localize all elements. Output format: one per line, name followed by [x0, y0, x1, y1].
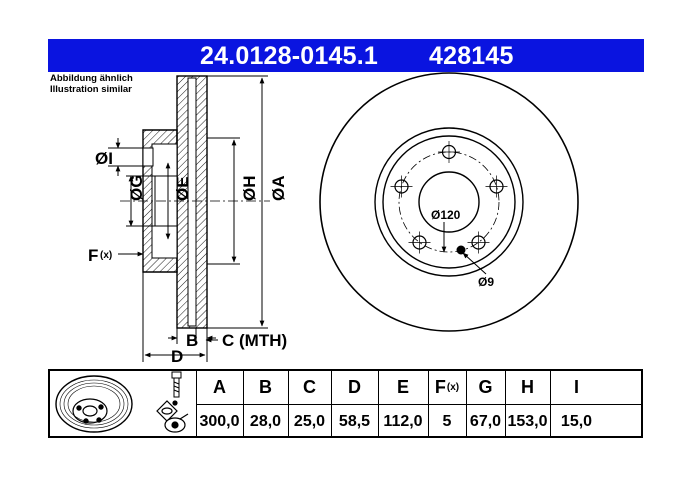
table-value-e: 112,0	[383, 412, 423, 430]
table-row-divider	[196, 404, 641, 405]
torque-spec-icon	[156, 400, 189, 433]
table-header-i: I	[573, 377, 579, 397]
table-value-h: 153,0	[507, 412, 548, 430]
table-header-a: A	[213, 377, 226, 397]
table-value-d: 58,5	[338, 412, 371, 430]
table-column-divider	[505, 371, 506, 436]
header-bar: 24.0128-0145.1 428145	[48, 39, 644, 72]
table-column-divider	[288, 371, 289, 436]
dim-label-g: ØG	[127, 175, 146, 201]
dim-label-f: F	[88, 246, 98, 265]
table-header-f-sub: (x)	[446, 382, 460, 393]
table-column-divider	[466, 371, 467, 436]
table-column-divider	[331, 371, 332, 436]
dim-label-c-mth: C (MTH)	[222, 331, 287, 350]
table-column-divider	[243, 371, 244, 436]
illustration-note: Abbildung ähnlich Illustration similar	[50, 73, 133, 95]
center-bore-circle	[418, 171, 480, 233]
pitch-circle	[398, 151, 500, 253]
dim-label-i: ØI	[95, 149, 113, 168]
hat-outer-circle	[374, 127, 524, 277]
table-value-g: 67,0	[469, 412, 502, 430]
table-value-f: 5	[442, 412, 452, 430]
outer-disc-circle	[319, 72, 579, 332]
note-line-de: Abbildung ähnlich	[50, 73, 133, 84]
pcd-label: Ø120	[431, 208, 461, 222]
table-column-divider	[550, 371, 551, 436]
bolt-icon	[171, 371, 182, 398]
table-value-i: 15,0	[560, 412, 593, 430]
table-header-c: C	[303, 377, 316, 397]
hole-diameter-label: Ø9	[478, 275, 494, 289]
table-value-a: 300,0	[199, 412, 240, 430]
dim-label-d: D	[171, 347, 183, 366]
note-line-en: Illustration similar	[50, 84, 132, 95]
table-header-h: H	[521, 377, 534, 397]
bolt-hole-crosshairs	[390, 141, 508, 254]
table-header-b: B	[259, 377, 272, 397]
locating-hole	[456, 245, 466, 255]
spec-table: A 300,0 B 28,0 C 25,0 D 58,5 E 112,0 F(x) 5 G 67,0 H 15…	[48, 369, 643, 438]
brake-disc-thumbnail-icon	[55, 375, 133, 433]
table-header-e: E	[396, 377, 409, 397]
table-value-b: 28,0	[249, 412, 282, 430]
reference-number: 428145	[429, 42, 514, 70]
table-header-d: D	[348, 377, 361, 397]
dim-label-h: ØH	[240, 176, 259, 202]
table-header-g: G	[478, 377, 493, 397]
side-dimension-lines	[108, 75, 268, 362]
dim-label-f-sub: (x)	[100, 250, 112, 261]
table-value-c: 25,0	[293, 412, 326, 430]
table-column-divider	[378, 371, 379, 436]
table-column-divider	[428, 371, 429, 436]
front-view	[319, 72, 579, 332]
table-column-divider	[196, 371, 197, 436]
dim-label-b: B	[186, 331, 198, 350]
thumbnail-area	[50, 371, 196, 436]
hat-inner-circle	[382, 135, 516, 269]
dim-label-a: ØA	[269, 176, 288, 202]
dim-label-e: ØE	[173, 176, 192, 201]
part-number: 24.0128-0145.1	[200, 42, 378, 70]
table-header-f: F(x)	[434, 377, 460, 397]
